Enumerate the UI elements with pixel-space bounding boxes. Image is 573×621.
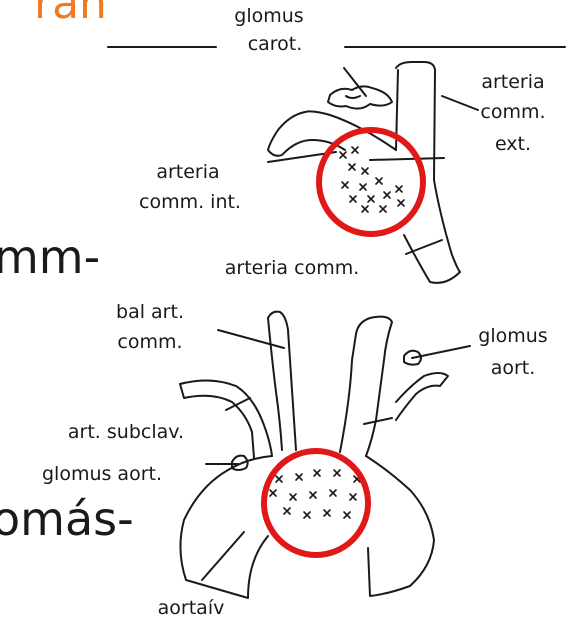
label-glomus-aort-right-line2: aort. bbox=[468, 356, 558, 380]
aortic-arch-vessel bbox=[180, 470, 268, 598]
label-glomus-carot-line1: glomus bbox=[234, 4, 304, 28]
common-carotid-vessel bbox=[404, 180, 460, 283]
label-arteria-comm-ext-line2: comm. bbox=[468, 100, 558, 124]
bottom-glomus-crosses bbox=[270, 470, 360, 518]
label-art-subclav: art. subclav. bbox=[46, 420, 206, 444]
left-common-carotid-vessel bbox=[268, 312, 296, 450]
leader-glomus-aort-right bbox=[412, 346, 470, 358]
label-glomus-aort-right-line1: glomus bbox=[468, 324, 558, 348]
right-tall-vessel bbox=[356, 317, 392, 456]
highlight-circle-bottom bbox=[264, 451, 368, 555]
label-arteria-comm-int-line2: comm. int. bbox=[120, 190, 260, 214]
label-glomus-aort-left: glomus aort. bbox=[22, 462, 182, 486]
label-aortaiv: aortaív bbox=[136, 596, 246, 620]
leader-bal-art-comm bbox=[218, 330, 284, 348]
label-arteria-comm-int-line1: arteria bbox=[128, 160, 248, 184]
leader-inner-bottom bbox=[364, 418, 392, 424]
leader-glomus-carot bbox=[344, 68, 366, 96]
label-glomus-carot-line2: carot. bbox=[240, 32, 310, 56]
subclavian-vessel bbox=[180, 380, 272, 456]
label-arteria-comm: arteria comm. bbox=[202, 256, 382, 280]
highlight-circle-top bbox=[319, 130, 423, 234]
leader-inner bbox=[370, 158, 444, 160]
top-glomus-crosses bbox=[340, 147, 404, 212]
label-arteria-comm-ext-line3: ext. bbox=[468, 132, 558, 156]
label-bal-art-comm-line2: comm. bbox=[100, 330, 200, 354]
right-branch-vessel bbox=[396, 373, 448, 420]
leader-aortaiv bbox=[202, 532, 244, 580]
external-carotid-vessel bbox=[396, 62, 435, 180]
label-arteria-comm-ext-line1: arteria bbox=[468, 70, 558, 94]
label-bal-art-comm-line1: bal art. bbox=[100, 300, 200, 324]
